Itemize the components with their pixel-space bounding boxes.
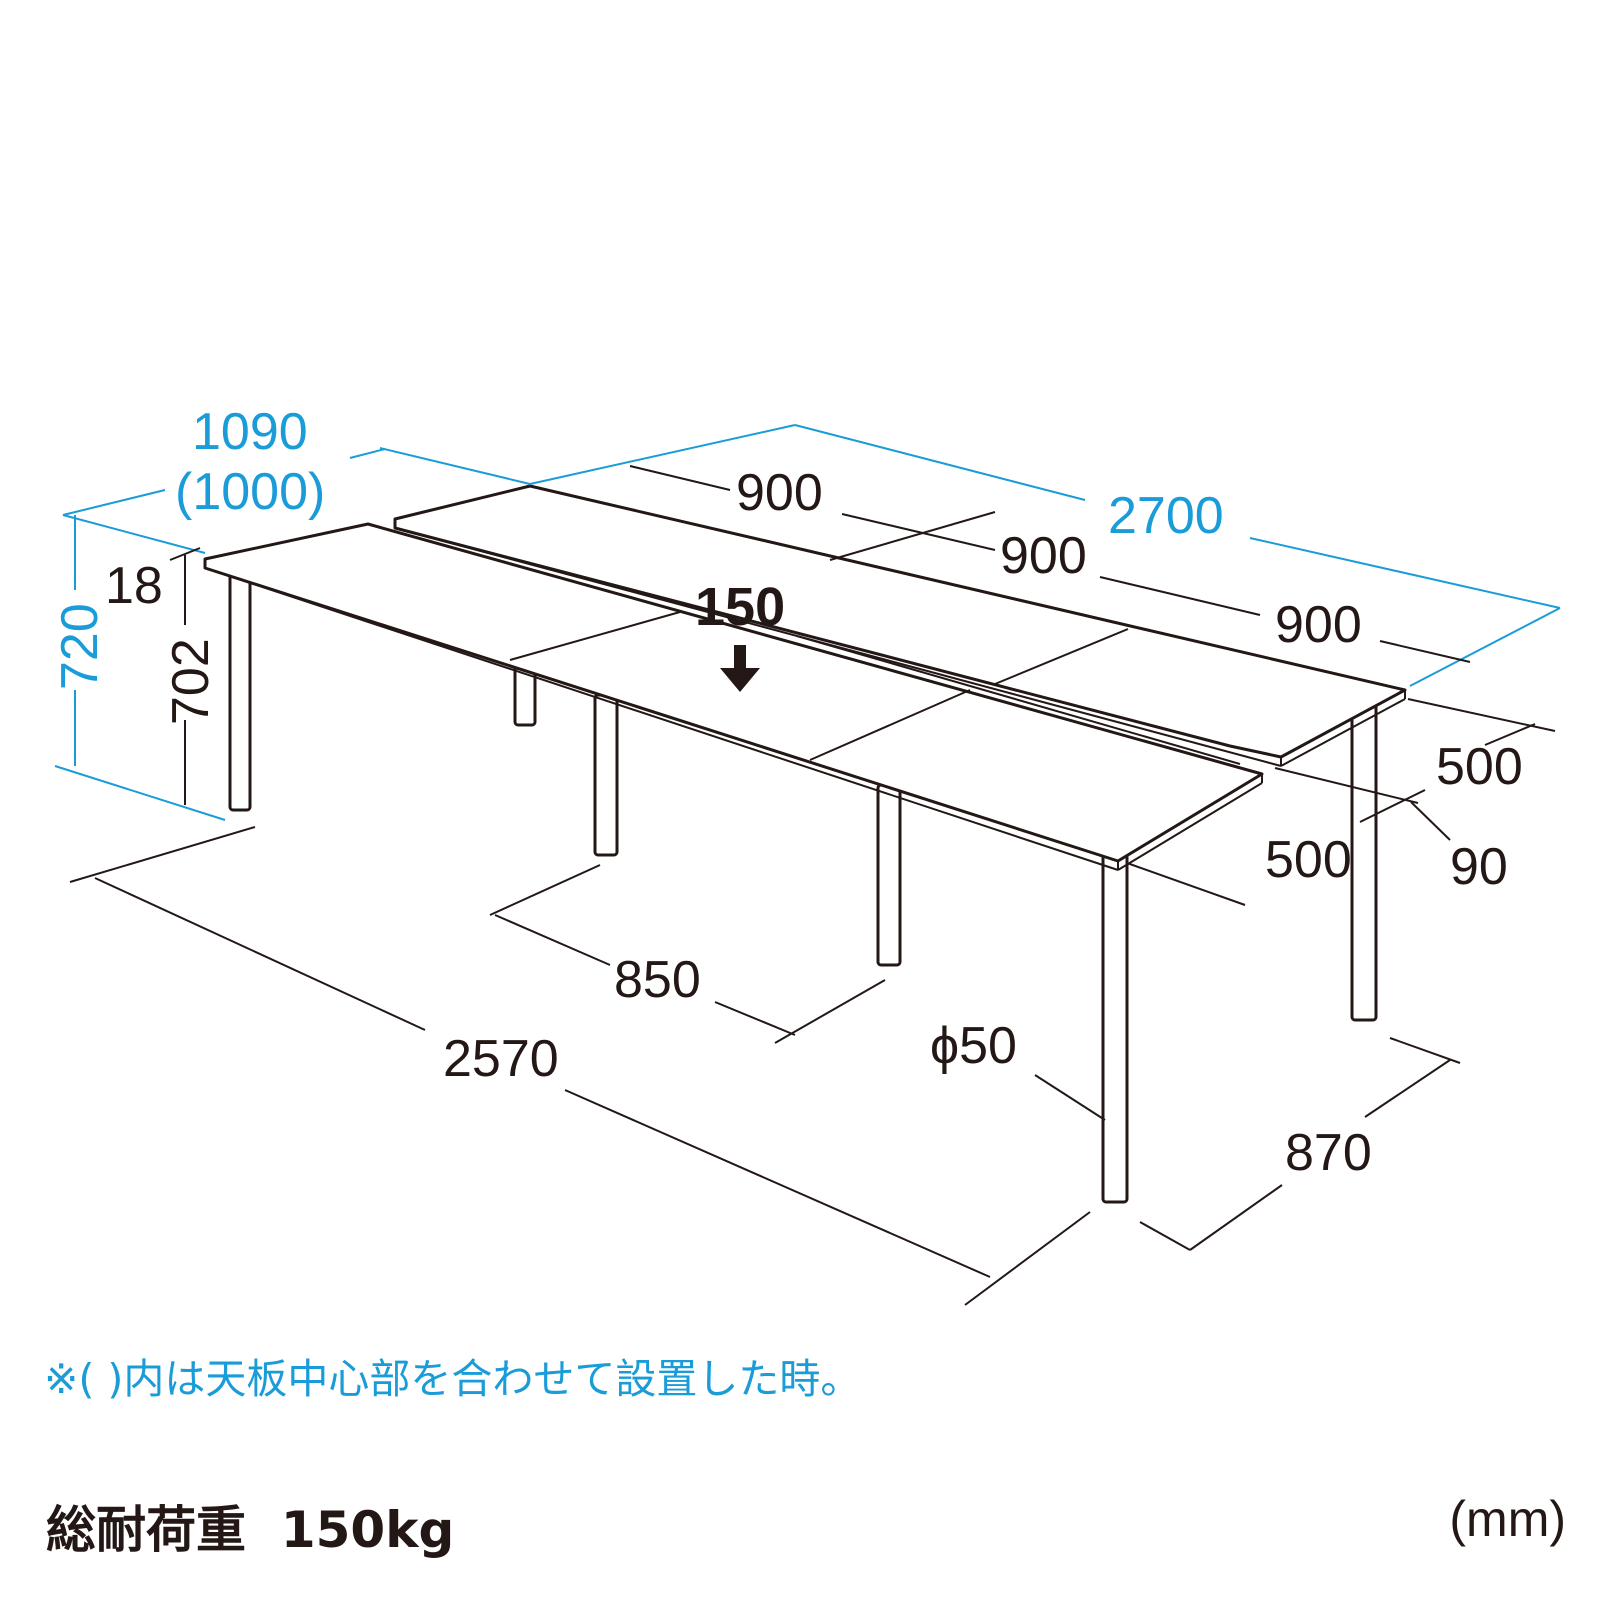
dim-leg-span-length: 2570	[443, 1030, 559, 1088]
dim-total-length: 2700	[1108, 487, 1224, 545]
front-top-surface	[203, 522, 1264, 863]
dim-top-depth-back: 500	[1436, 738, 1523, 796]
leg-front-mid-left	[593, 693, 619, 857]
center-alignment-note: ※( )内は天板中心部を合わせて設置した時。	[44, 1355, 862, 1403]
dim-top-thickness: 18	[105, 557, 163, 615]
dim-leg-span-inner: 850	[614, 951, 701, 1009]
arrow-down-icon	[720, 645, 760, 692]
black-dimension-lines	[69, 465, 1556, 1306]
dim-leg-diameter: ϕ50	[930, 1017, 1017, 1075]
load-value: 150kg	[280, 1501, 455, 1559]
dim-leg-height: 702	[162, 638, 220, 725]
dim-offset: 150	[695, 577, 785, 637]
leg-front-left	[228, 563, 252, 812]
dim-overall-height: 720	[51, 603, 109, 690]
dim-top-length-1: 900	[736, 464, 823, 522]
dim-leg-span-depth: 870	[1285, 1124, 1372, 1182]
front-top-seam-2	[809, 689, 971, 761]
front-top-seam-1	[509, 611, 681, 661]
back-top-seam-1	[829, 511, 996, 561]
leg-front-right	[1101, 850, 1129, 1204]
dim-total-depth: 1090	[192, 403, 308, 461]
dim-top-length-3: 900	[1275, 596, 1362, 654]
unit-label: (mm)	[1449, 1491, 1566, 1547]
back-top-seam-2	[994, 628, 1129, 685]
total-load-capacity: 総耐荷重 150kg	[46, 1490, 454, 1562]
dim-total-depth-centered: (1000)	[175, 463, 325, 521]
dim-top-depth-front: 500	[1265, 831, 1352, 889]
blue-dimension-lines	[54, 424, 1561, 821]
front-table-tops	[203, 522, 1264, 871]
dim-top-length-2: 900	[1000, 527, 1087, 585]
leg-back-right	[1350, 698, 1378, 1022]
dim-gap: 90	[1450, 838, 1508, 896]
dimension-labels: 1090 (1000) 2700 720 900 900 900 18 702 …	[51, 403, 1523, 1182]
load-label: 総耐荷重	[46, 1501, 246, 1559]
leg-front-mid-right	[876, 783, 902, 967]
